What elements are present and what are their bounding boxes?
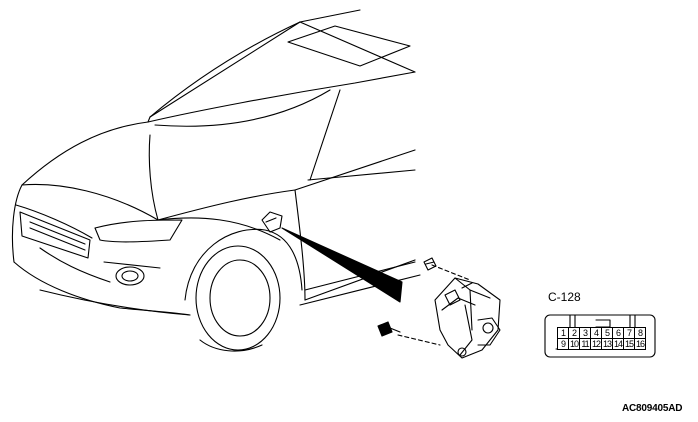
front-wheel [184, 228, 303, 352]
figure-code: AC809405AD [622, 403, 683, 414]
bolt-top [423, 257, 437, 271]
connector-label: C-128 [548, 290, 581, 304]
connector-pin: 13 [601, 338, 613, 350]
sensor-location-marker [261, 211, 283, 233]
car-body [11, 9, 421, 316]
bolt-bottom [377, 321, 401, 337]
dashed-guides [397, 264, 471, 346]
height-sensor [434, 277, 501, 359]
connector-pin: 8 [634, 327, 646, 339]
connector-pin: 16 [634, 338, 646, 350]
leader-wedge [281, 227, 403, 303]
